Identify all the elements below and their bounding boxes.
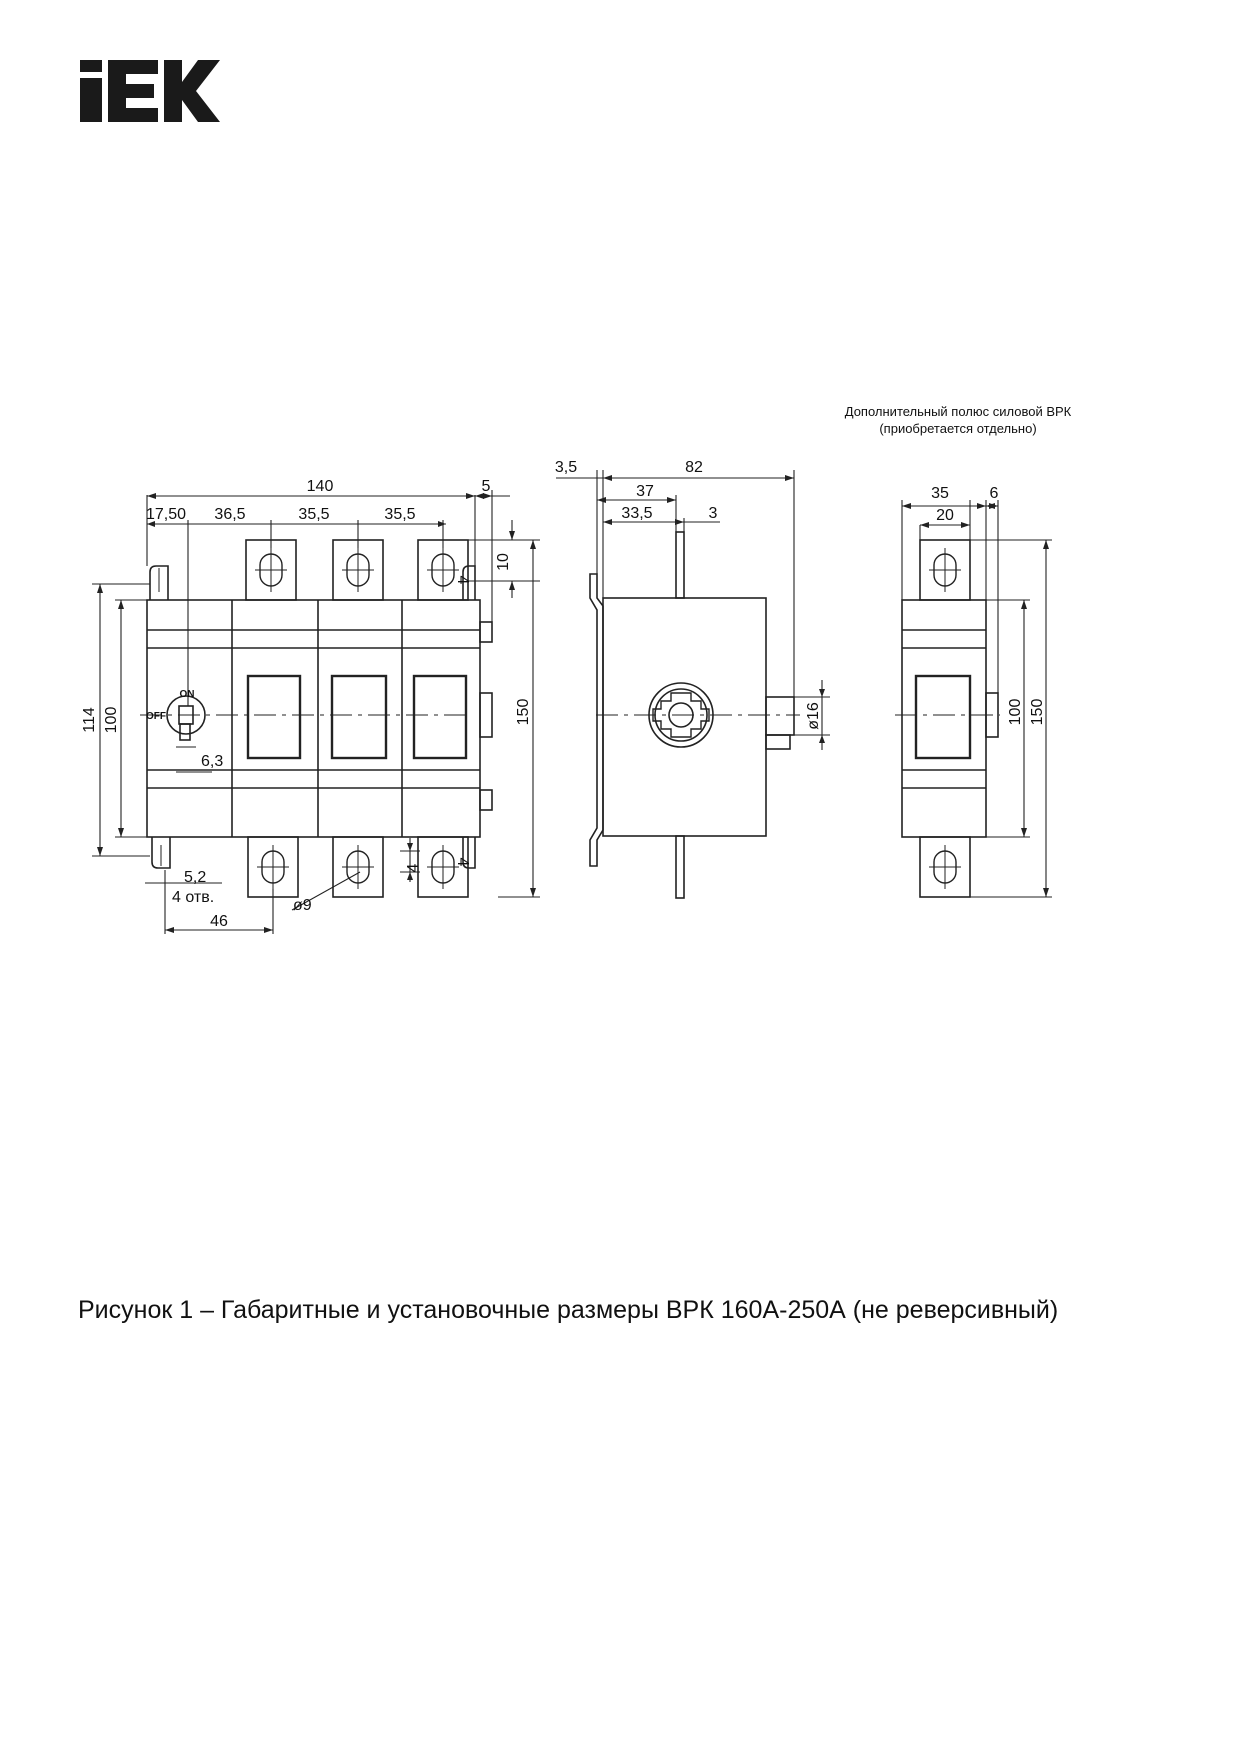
dim-extra-100: 100 [1007,699,1024,726]
dim-hole-9: ø9 [293,897,312,914]
dim-extra-150: 150 [1029,699,1046,726]
side-view [556,470,830,899]
note-line-2: (приобретается отдельно) [879,421,1036,436]
handle-off-label: OFF [146,711,166,722]
dim-3: 3 [709,505,718,522]
dim-46: 46 [210,913,228,930]
figure-caption: Рисунок 1 – Габаритные и установочные ра… [78,1296,1059,1324]
dim-150: 150 [515,699,532,726]
note-line-1: Дополнительный полюс силовой ВРК [845,404,1072,419]
dim-5-2: 5,2 [184,869,206,886]
dim-37: 37 [636,483,654,500]
dim-3-5: 3,5 [555,459,577,476]
dim-36-5: 36,5 [214,506,245,523]
extra-pole-view [895,500,1052,898]
dim-4-c: 4 [454,576,471,585]
dim-33-5: 33,5 [621,505,652,522]
dim-35-5-b: 35,5 [384,506,415,523]
dim-4-b: 4 [454,858,471,867]
dim-35: 35 [931,485,949,502]
dim-114: 114 [81,707,98,733]
dim-35-5-a: 35,5 [298,506,329,523]
dim-17-50: 17,50 [146,506,186,523]
dim-6-3: 6,3 [201,753,223,770]
front-view [92,490,540,934]
dim-5: 5 [482,478,491,495]
dim-82: 82 [685,459,703,476]
dim-shaft-16: ø16 [805,702,822,730]
dim-140: 140 [307,478,334,495]
iek-logo [80,60,220,122]
dim-4-a: 4 [405,863,422,872]
dim-hole-count: 4 отв. [172,889,214,906]
dim-20: 20 [936,507,954,524]
dim-6: 6 [990,485,999,502]
dim-10: 10 [495,553,512,571]
handle-on-label: ON [180,689,195,700]
dim-100: 100 [103,707,120,734]
